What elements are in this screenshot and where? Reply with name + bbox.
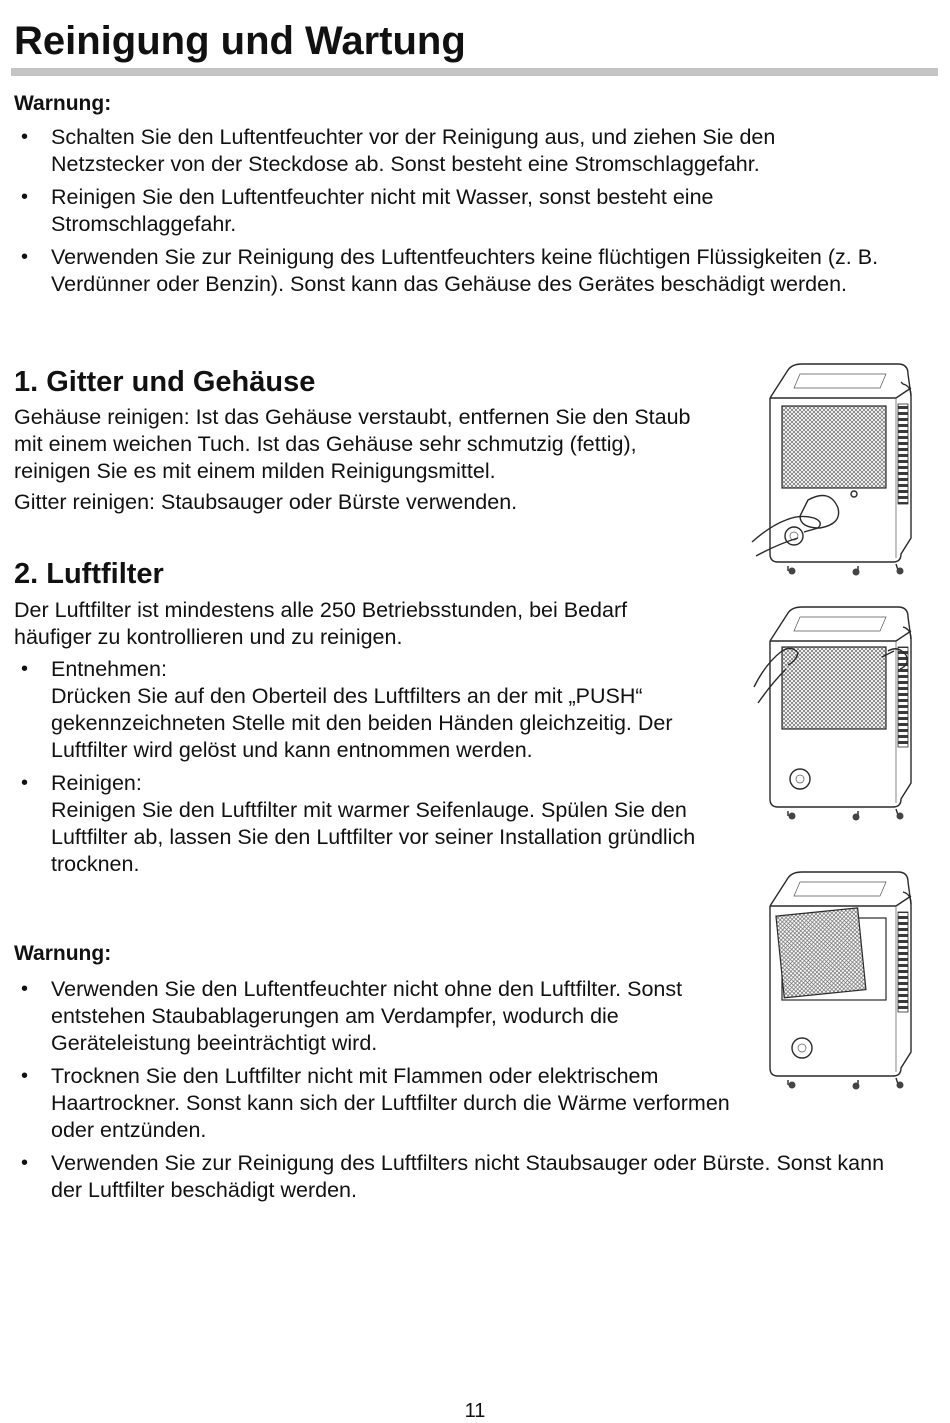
warning-item: Verwenden Sie zur Reinigung des Luftfilt…: [14, 1150, 911, 1204]
grid-cleaning-text: Gitter reinigen: Staubsauger oder Bürste…: [14, 490, 518, 514]
warning-item: Trocknen Sie den Luftfilter nicht mit Fl…: [14, 1063, 751, 1144]
dehumidifier-housing-cleaning-illustration: [751, 363, 912, 576]
warning-item: Verwenden Sie den Luftentfeuchter nicht …: [14, 976, 751, 1057]
page-title: Reinigung und Wartung: [14, 19, 466, 63]
section-heading-grid-housing: 1. Gitter und Gehäuse: [14, 366, 316, 398]
warning-list-2: Verwenden Sie den Luftentfeuchter nicht …: [14, 976, 914, 1204]
warning-item: Reinigen Sie den Luftentfeuchter nicht m…: [14, 184, 894, 238]
warning-item: Verwenden Sie zur Reinigung des Luftentf…: [14, 244, 894, 298]
warning-heading-2: Warnung:: [14, 942, 112, 965]
dehumidifier-filter-removal-illustration: [753, 606, 912, 821]
dehumidifier-filter-removed-illustration: [769, 871, 912, 1090]
filter-step-label: Entnehmen:: [51, 657, 167, 681]
filter-step-remove: Entnehmen: Drücken Sie auf den Oberteil …: [14, 656, 704, 764]
housing-cleaning-text: Gehäuse reinigen: Ist das Gehäuse versta…: [14, 405, 691, 483]
section-heading-air-filter: 2. Luftfilter: [14, 558, 164, 590]
warning-heading-1: Warnung:: [14, 92, 112, 115]
warning-list-1: Schalten Sie den Luftentfeuchter vor der…: [14, 124, 894, 298]
page-number: 11: [464, 1400, 486, 1422]
filter-step-text: Reinigen Sie den Luftfilter mit warmer S…: [51, 798, 696, 876]
filter-step-clean: Reinigen: Reinigen Sie den Luftfilter mi…: [14, 770, 704, 878]
filter-step-text: Drücken Sie auf den Oberteil des Luftfil…: [51, 684, 673, 762]
warning-item: Schalten Sie den Luftentfeuchter vor der…: [14, 124, 894, 178]
air-filter-steps: Entnehmen: Drücken Sie auf den Oberteil …: [14, 656, 704, 878]
filter-step-label: Reinigen:: [51, 771, 142, 795]
air-filter-intro: Der Luftfilter ist mindestens alle 250 B…: [14, 598, 628, 649]
title-divider: [11, 68, 938, 76]
